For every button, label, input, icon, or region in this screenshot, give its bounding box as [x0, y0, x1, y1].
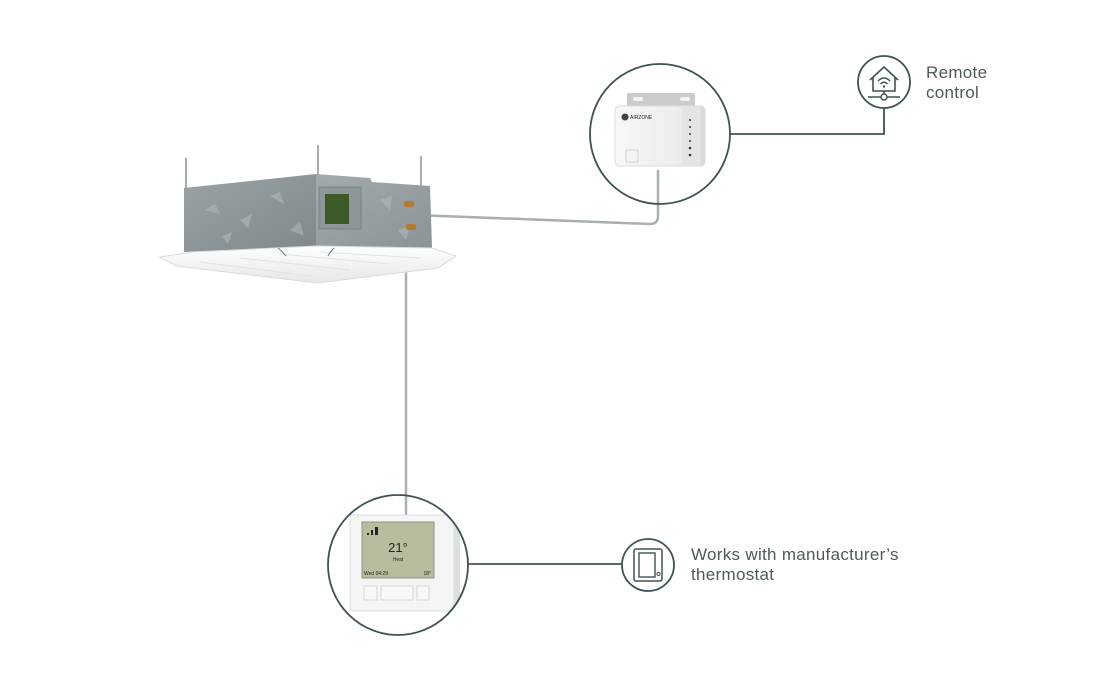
lcd-temperature: 21°: [388, 540, 408, 555]
decorative-panel: [158, 245, 458, 284]
thermostat-label-line1: Works with manufacturer’s: [691, 545, 899, 564]
thermostat-button-center: [380, 585, 414, 601]
lcd-setpoint: 18°: [423, 571, 431, 577]
thermostat-icon: [621, 538, 675, 592]
galvanized-box-left: [184, 174, 316, 252]
thermostat-label: Works with manufacturer’s thermostat: [691, 545, 951, 585]
thermostat-lcd: [361, 521, 435, 579]
thermostat-callout: 21° Heat Wed 04:29 18°: [327, 494, 469, 636]
remote-control-label-line1: Remote: [926, 63, 988, 82]
remote-control-label-line2: control: [926, 83, 980, 102]
pcb-board: [325, 194, 349, 224]
thermostat-label-line2: thermostat: [691, 565, 775, 584]
lcd-datetime: Wed 04:29: [364, 571, 388, 577]
module-brand-text: AIRZONE: [630, 115, 653, 121]
thermostat-circle: [327, 494, 469, 636]
cassette-unit: [158, 145, 458, 284]
lcd-mode: Heat: [393, 557, 404, 563]
thermostat-button-left: [363, 585, 378, 601]
smart-home-wifi-icon: [857, 55, 911, 109]
connector-module-to-remote-icon: [730, 108, 885, 135]
wifi-module-callout: AIRZONE: [589, 63, 731, 205]
remote-control-label: Remote control: [926, 63, 1046, 103]
connector-lines: [468, 108, 885, 565]
cable-to-module: [336, 170, 660, 226]
thermostat-button-right: [416, 585, 430, 601]
